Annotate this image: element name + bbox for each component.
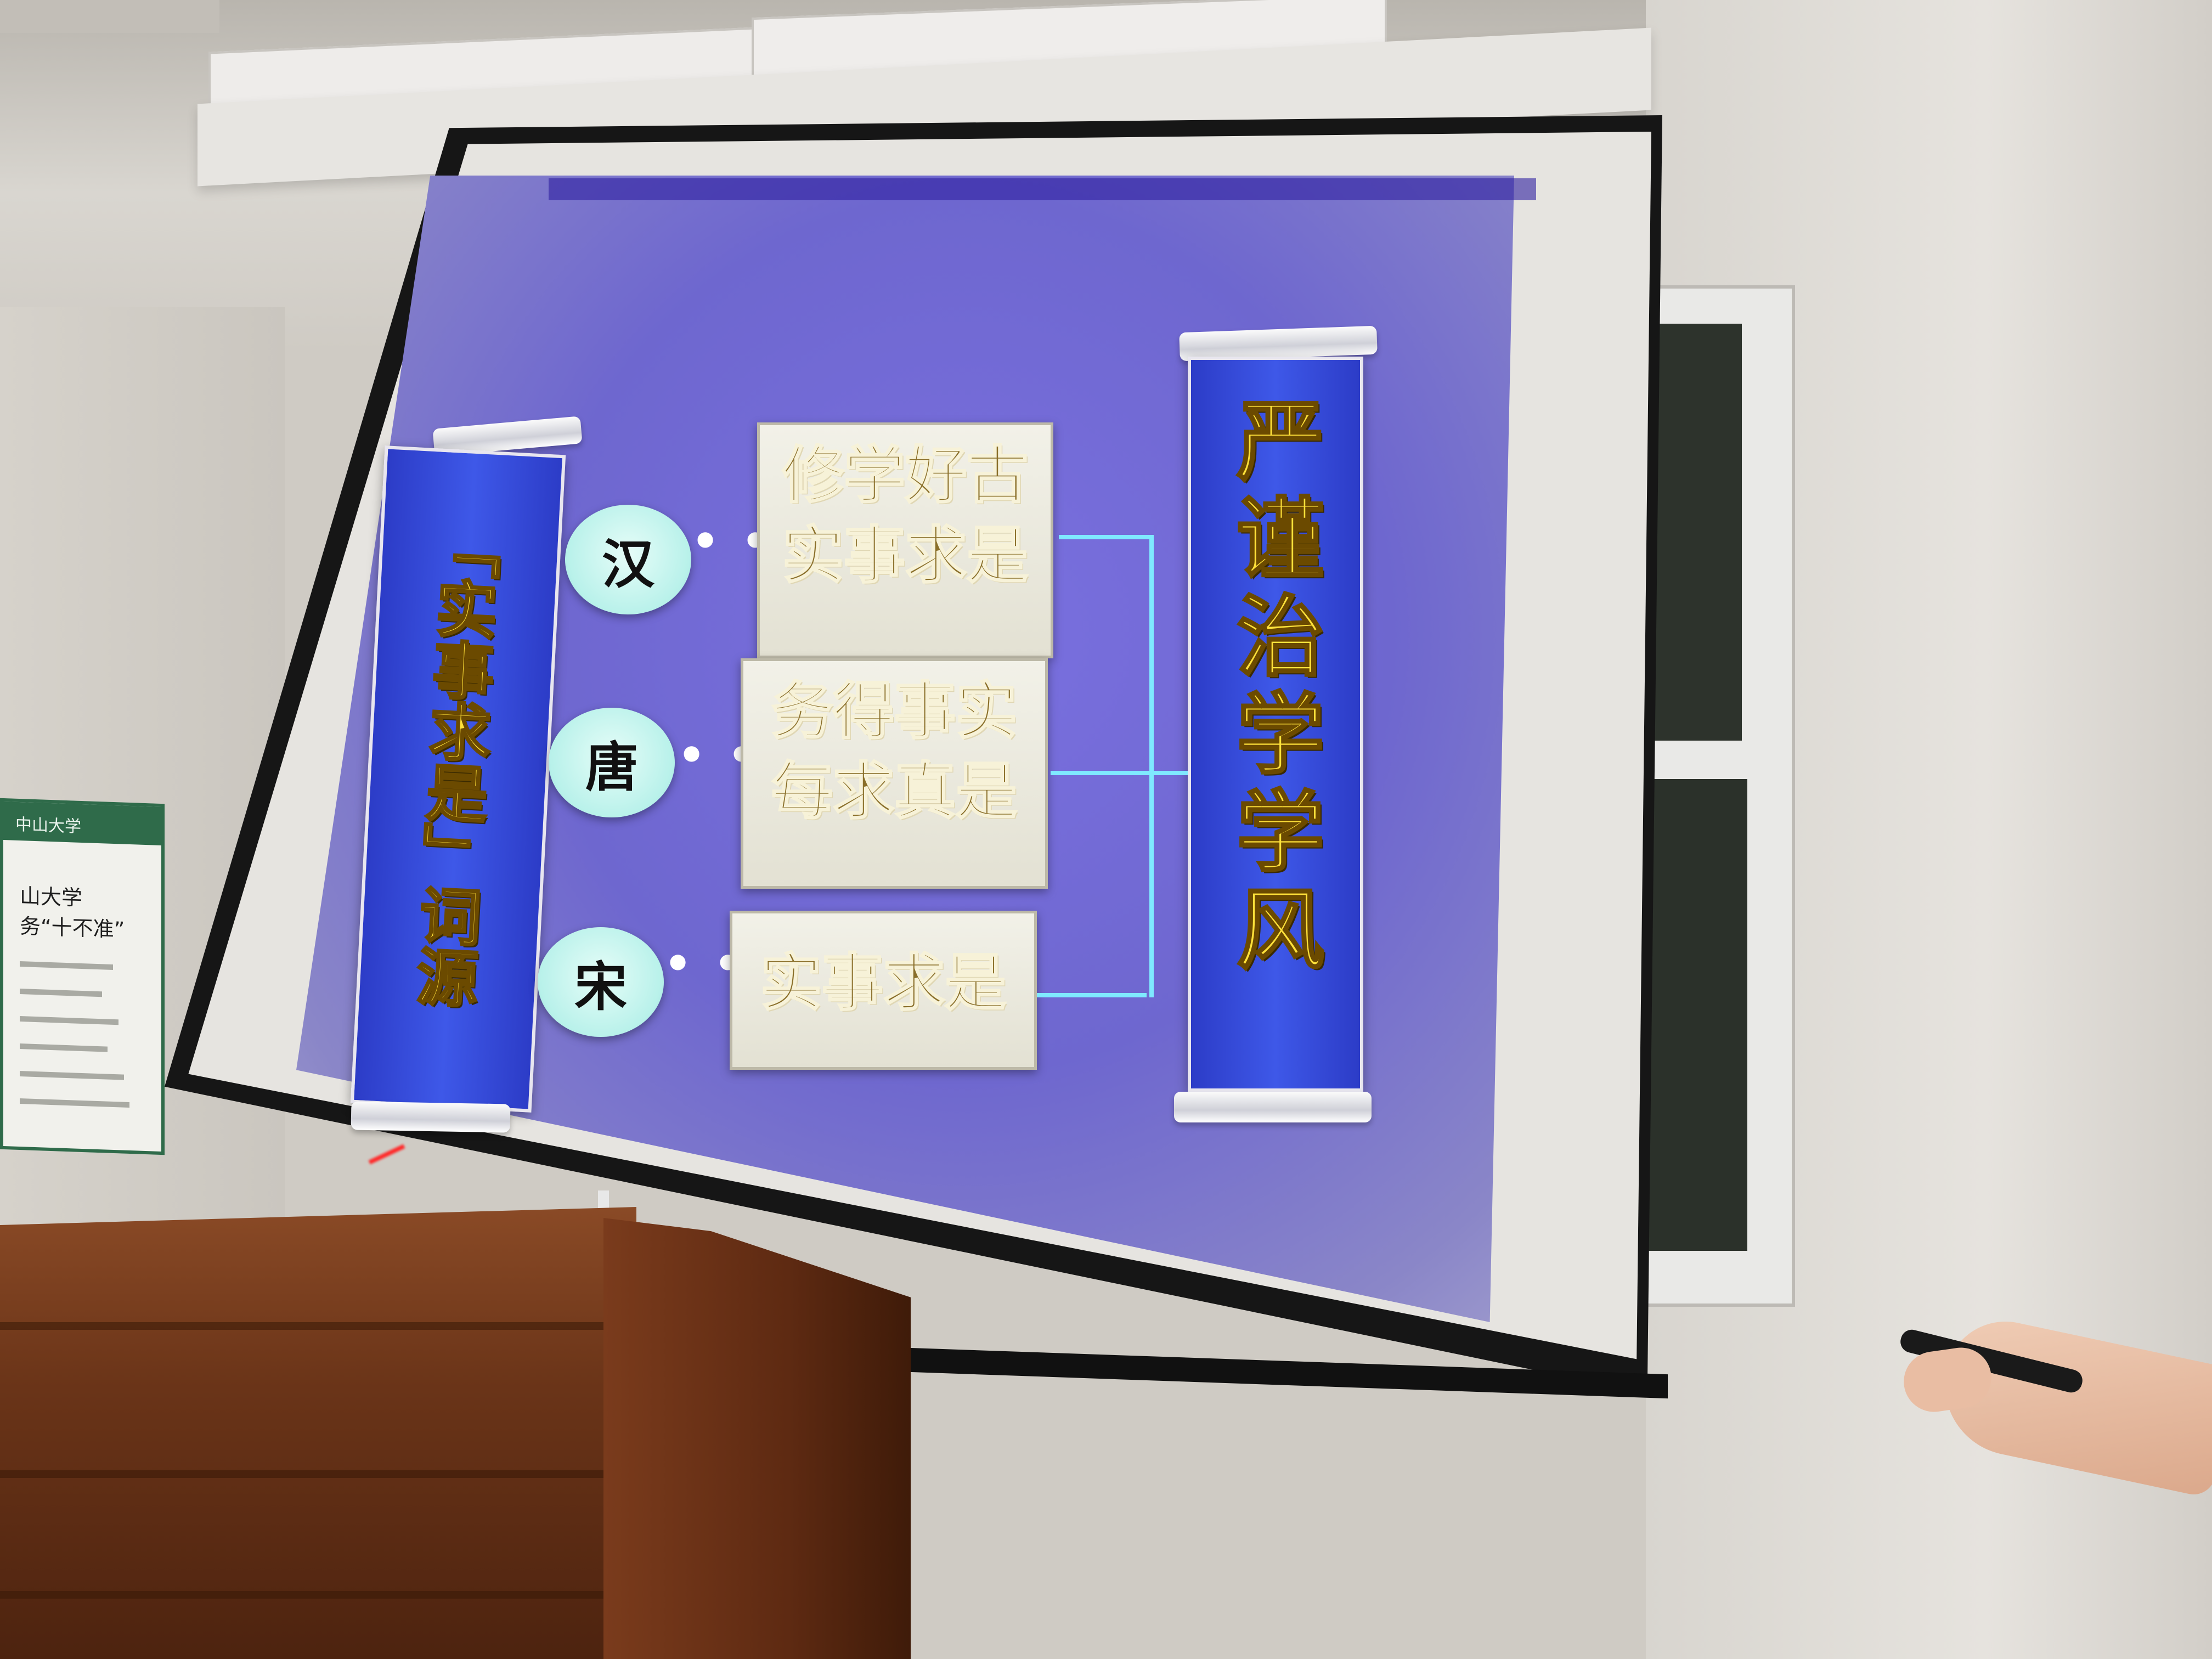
quote-line: 修学好古 [782, 439, 1029, 512]
bracket-line [1051, 771, 1188, 775]
podium-plank [0, 1591, 636, 1599]
notice-title: 山大学 [20, 884, 83, 911]
quote-line: 每求真是 [771, 755, 1018, 828]
bracket-line [1037, 993, 1147, 997]
right-scroll [1188, 357, 1363, 1092]
podium-plank [0, 1470, 636, 1478]
notice-text-line [20, 1043, 108, 1052]
notice-text-line [20, 1016, 119, 1025]
notice-text-line [20, 961, 113, 970]
podium-side [603, 1218, 911, 1659]
university-logo: 中山大学 [15, 815, 81, 837]
connector-dots: • • [664, 938, 746, 989]
bracket-line [1059, 535, 1152, 539]
quote-box-han: 修学好古 实事求是 [757, 422, 1053, 658]
podium-plank [0, 1322, 636, 1330]
quote-box-song: 实事求是 [730, 911, 1037, 1070]
notice-text-line [20, 1071, 124, 1080]
quote-box-tang: 务得事实 每求真是 [741, 658, 1048, 889]
podium [0, 1207, 636, 1659]
bracket-line [1149, 535, 1154, 997]
notice-header: 中山大学 [3, 801, 161, 846]
notice-text-line [20, 989, 102, 997]
quote-line: 实事求是 [782, 519, 1029, 592]
notice-subtitle: 务“十不准” [20, 914, 125, 942]
quote-line: 实事求是 [760, 947, 1007, 1020]
scroll-rod [1174, 1092, 1372, 1122]
connector-dots: • • [691, 516, 773, 567]
laser-pointer-dot [368, 1144, 405, 1165]
scroll-rod [351, 1101, 511, 1133]
right-scroll-title: 严谨治学学风 [1221, 394, 1325, 982]
dynasty-cloud-han: 汉 [565, 505, 691, 614]
dynasty-cloud-song: 宋 [538, 927, 664, 1037]
slide-top-band [549, 178, 1536, 200]
quote-line: 务得事实 [771, 675, 1018, 748]
dynasty-cloud-tang: 唐 [549, 708, 675, 817]
notice-text-line [20, 1098, 129, 1108]
ceiling-vent [0, 0, 219, 33]
notice-board: 中山大学 山大学 务“十不准” [0, 798, 165, 1155]
